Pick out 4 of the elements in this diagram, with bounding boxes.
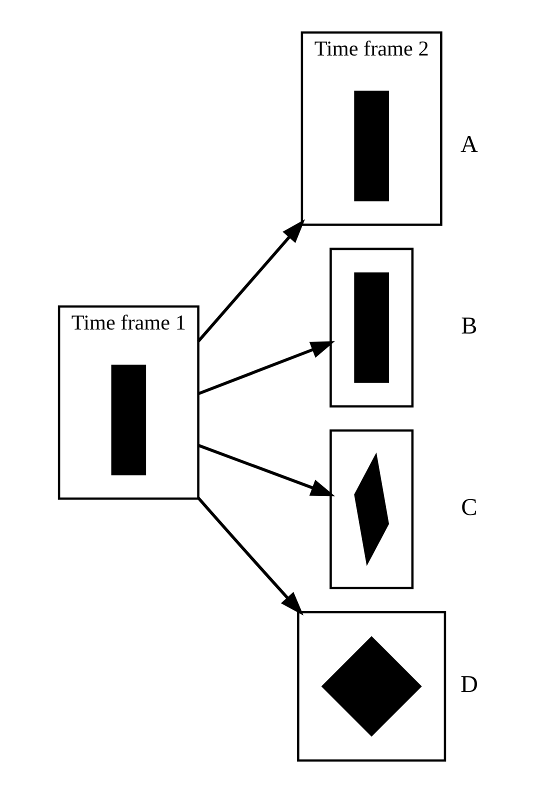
node-label: B <box>460 312 477 340</box>
node-label: A <box>460 130 478 158</box>
node-label: D <box>460 671 478 698</box>
node-label: C <box>460 494 477 521</box>
